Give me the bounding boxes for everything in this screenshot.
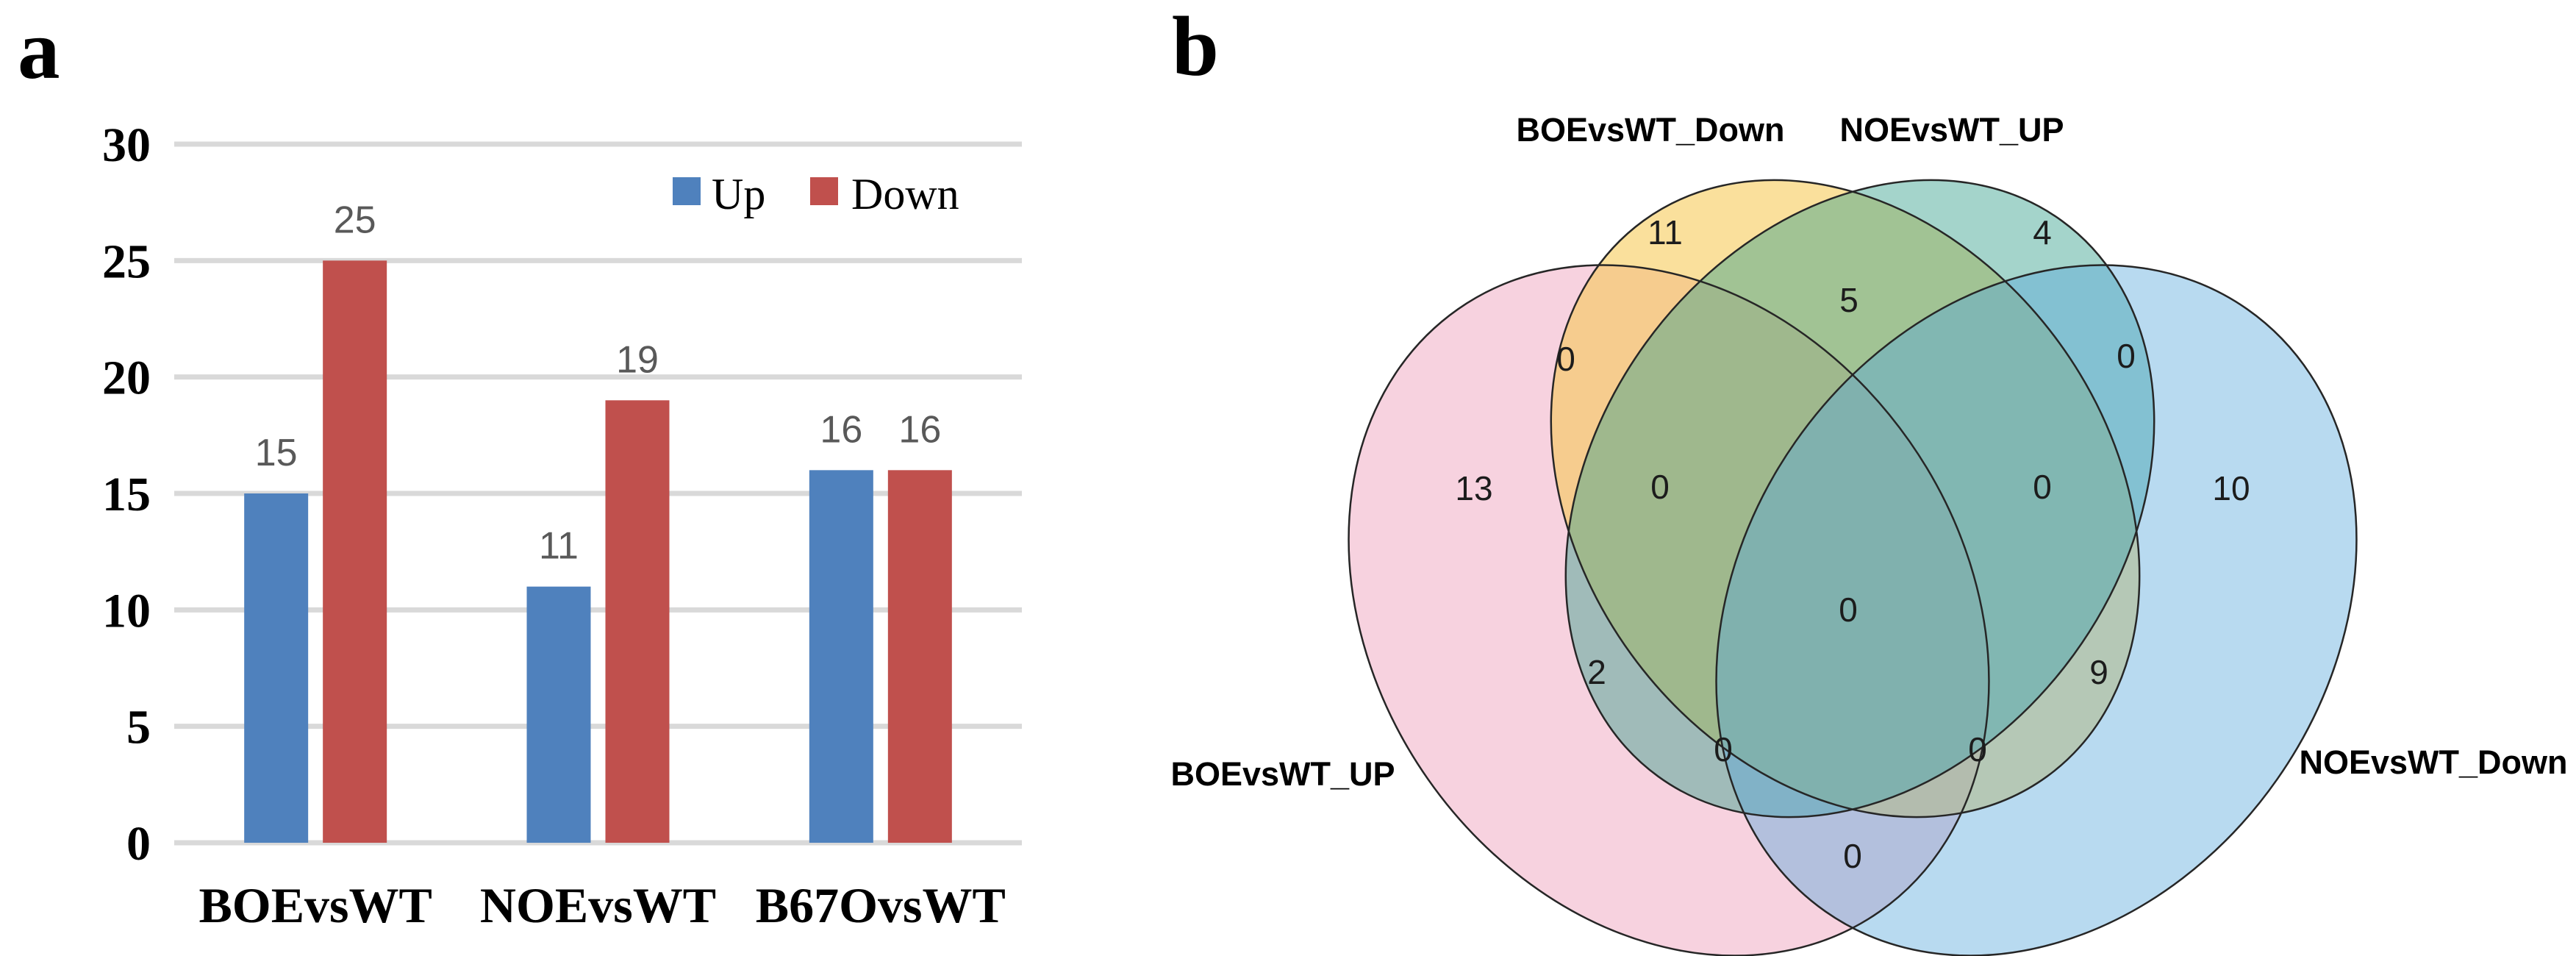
bar-value-labels: 15 25 11 19 16 16: [255, 199, 942, 567]
venn-count-ABCD: 0: [1839, 591, 1858, 629]
venn-count-B: 11: [1647, 213, 1683, 252]
venn-ellipse-outline-BOEvsWT_UP: [1348, 264, 1990, 956]
gridlines: [174, 141, 1022, 846]
legend-swatch-up: [673, 177, 701, 205]
panel-a-letter: a: [18, 3, 60, 96]
y-tick-label-10: 10: [102, 584, 151, 638]
venn-count-ACD: 0: [1714, 730, 1733, 768]
venn-set-labels: BOEvsWT_UP BOEvsWT_Down NOEvsWT_UP NOEvsWT_…: [1170, 111, 2567, 793]
venn-count-BCD: 0: [2033, 468, 2052, 506]
venn-count-D: 10: [2212, 469, 2250, 507]
y-tick-label-0: 0: [126, 817, 151, 871]
venn-count-A: 13: [1455, 469, 1492, 507]
y-tick-label-15: 15: [102, 468, 151, 521]
venn-set-label-NOEvsWT_Down: NOEvsWT_Down: [2299, 743, 2567, 781]
bars: [244, 260, 952, 843]
venn-count-CD: 0: [2117, 337, 2136, 375]
venn-count-C: 4: [2033, 213, 2052, 252]
venn-ellipse-outline-NOEvsWT_UP: [1564, 179, 2155, 818]
legend: Up Down: [673, 170, 959, 218]
bar-value-up-NOEvsWT: 11: [539, 525, 579, 568]
bar-down-BOEvsWT: [323, 260, 387, 843]
venn-ellipse-fill-NOEvsWT_UP: [1565, 179, 2155, 818]
y-tick-label-30: 30: [102, 118, 151, 172]
bar-up-BOEvsWT: [244, 493, 309, 843]
venn-count-ABC: 0: [1650, 468, 1670, 506]
bar-value-up-B67OvsWT: 16: [820, 408, 862, 451]
x-category-label-BOEvsWT: BOEvsWT: [198, 877, 432, 933]
y-tick-label-20: 20: [102, 352, 151, 405]
legend-label-up: Up: [712, 170, 765, 218]
venn-region-counts: 13 11 4 10 0 2 0 5 9 0 0 0 0 0 0: [1455, 213, 2250, 875]
bar-value-down-B67OvsWT: 16: [898, 408, 941, 451]
venn-ellipse-outline-BOEvsWT_Down: [1550, 179, 2141, 818]
venn-count-AB: 0: [1556, 340, 1575, 378]
bar-value-down-BOEvsWT: 25: [334, 199, 376, 241]
venn-ellipse-fill-BOEvsWT_Down: [1550, 179, 2140, 818]
venn-count-BC: 5: [1839, 281, 1858, 319]
y-axis-tick-labels: 0 5 10 15 20 25 30: [102, 118, 151, 871]
bar-down-NOEvsWT: [605, 400, 670, 843]
bar-value-down-NOEvsWT: 19: [616, 338, 659, 381]
venn-set-label-BOEvsWT_Down: BOEvsWT_Down: [1516, 111, 1784, 149]
venn-outlines: [1348, 179, 2358, 956]
bar-value-up-BOEvsWT: 15: [255, 432, 298, 474]
venn-set-label-BOEvsWT_UP: BOEvsWT_UP: [1170, 755, 1395, 793]
venn-fills: [1348, 179, 2357, 956]
bar-up-B67OvsWT: [809, 470, 873, 843]
venn-count-AC: 2: [1587, 653, 1606, 691]
venn-set-label-NOEvsWT_UP: NOEvsWT_UP: [1839, 111, 2064, 149]
panel-b-letter: b: [1172, 0, 1219, 93]
y-tick-label-25: 25: [102, 235, 151, 288]
legend-swatch-down: [810, 177, 838, 205]
legend-label-down: Down: [851, 170, 959, 218]
bar-down-B67OvsWT: [887, 470, 952, 843]
venn-ellipse-fill-NOEvsWT_Down: [1716, 265, 2357, 956]
venn-count-ABD: 0: [1968, 730, 1987, 768]
x-category-label-B67OvsWT: B67OvsWT: [756, 877, 1006, 933]
venn-count-BD: 9: [2089, 653, 2108, 691]
venn-ellipse-outline-NOEvsWT_Down: [1715, 264, 2358, 956]
x-category-label-NOEvsWT: NOEvsWT: [480, 877, 716, 933]
y-tick-label-5: 5: [126, 701, 151, 755]
venn-count-AD: 0: [1843, 837, 1862, 875]
bar-up-NOEvsWT: [526, 586, 591, 843]
